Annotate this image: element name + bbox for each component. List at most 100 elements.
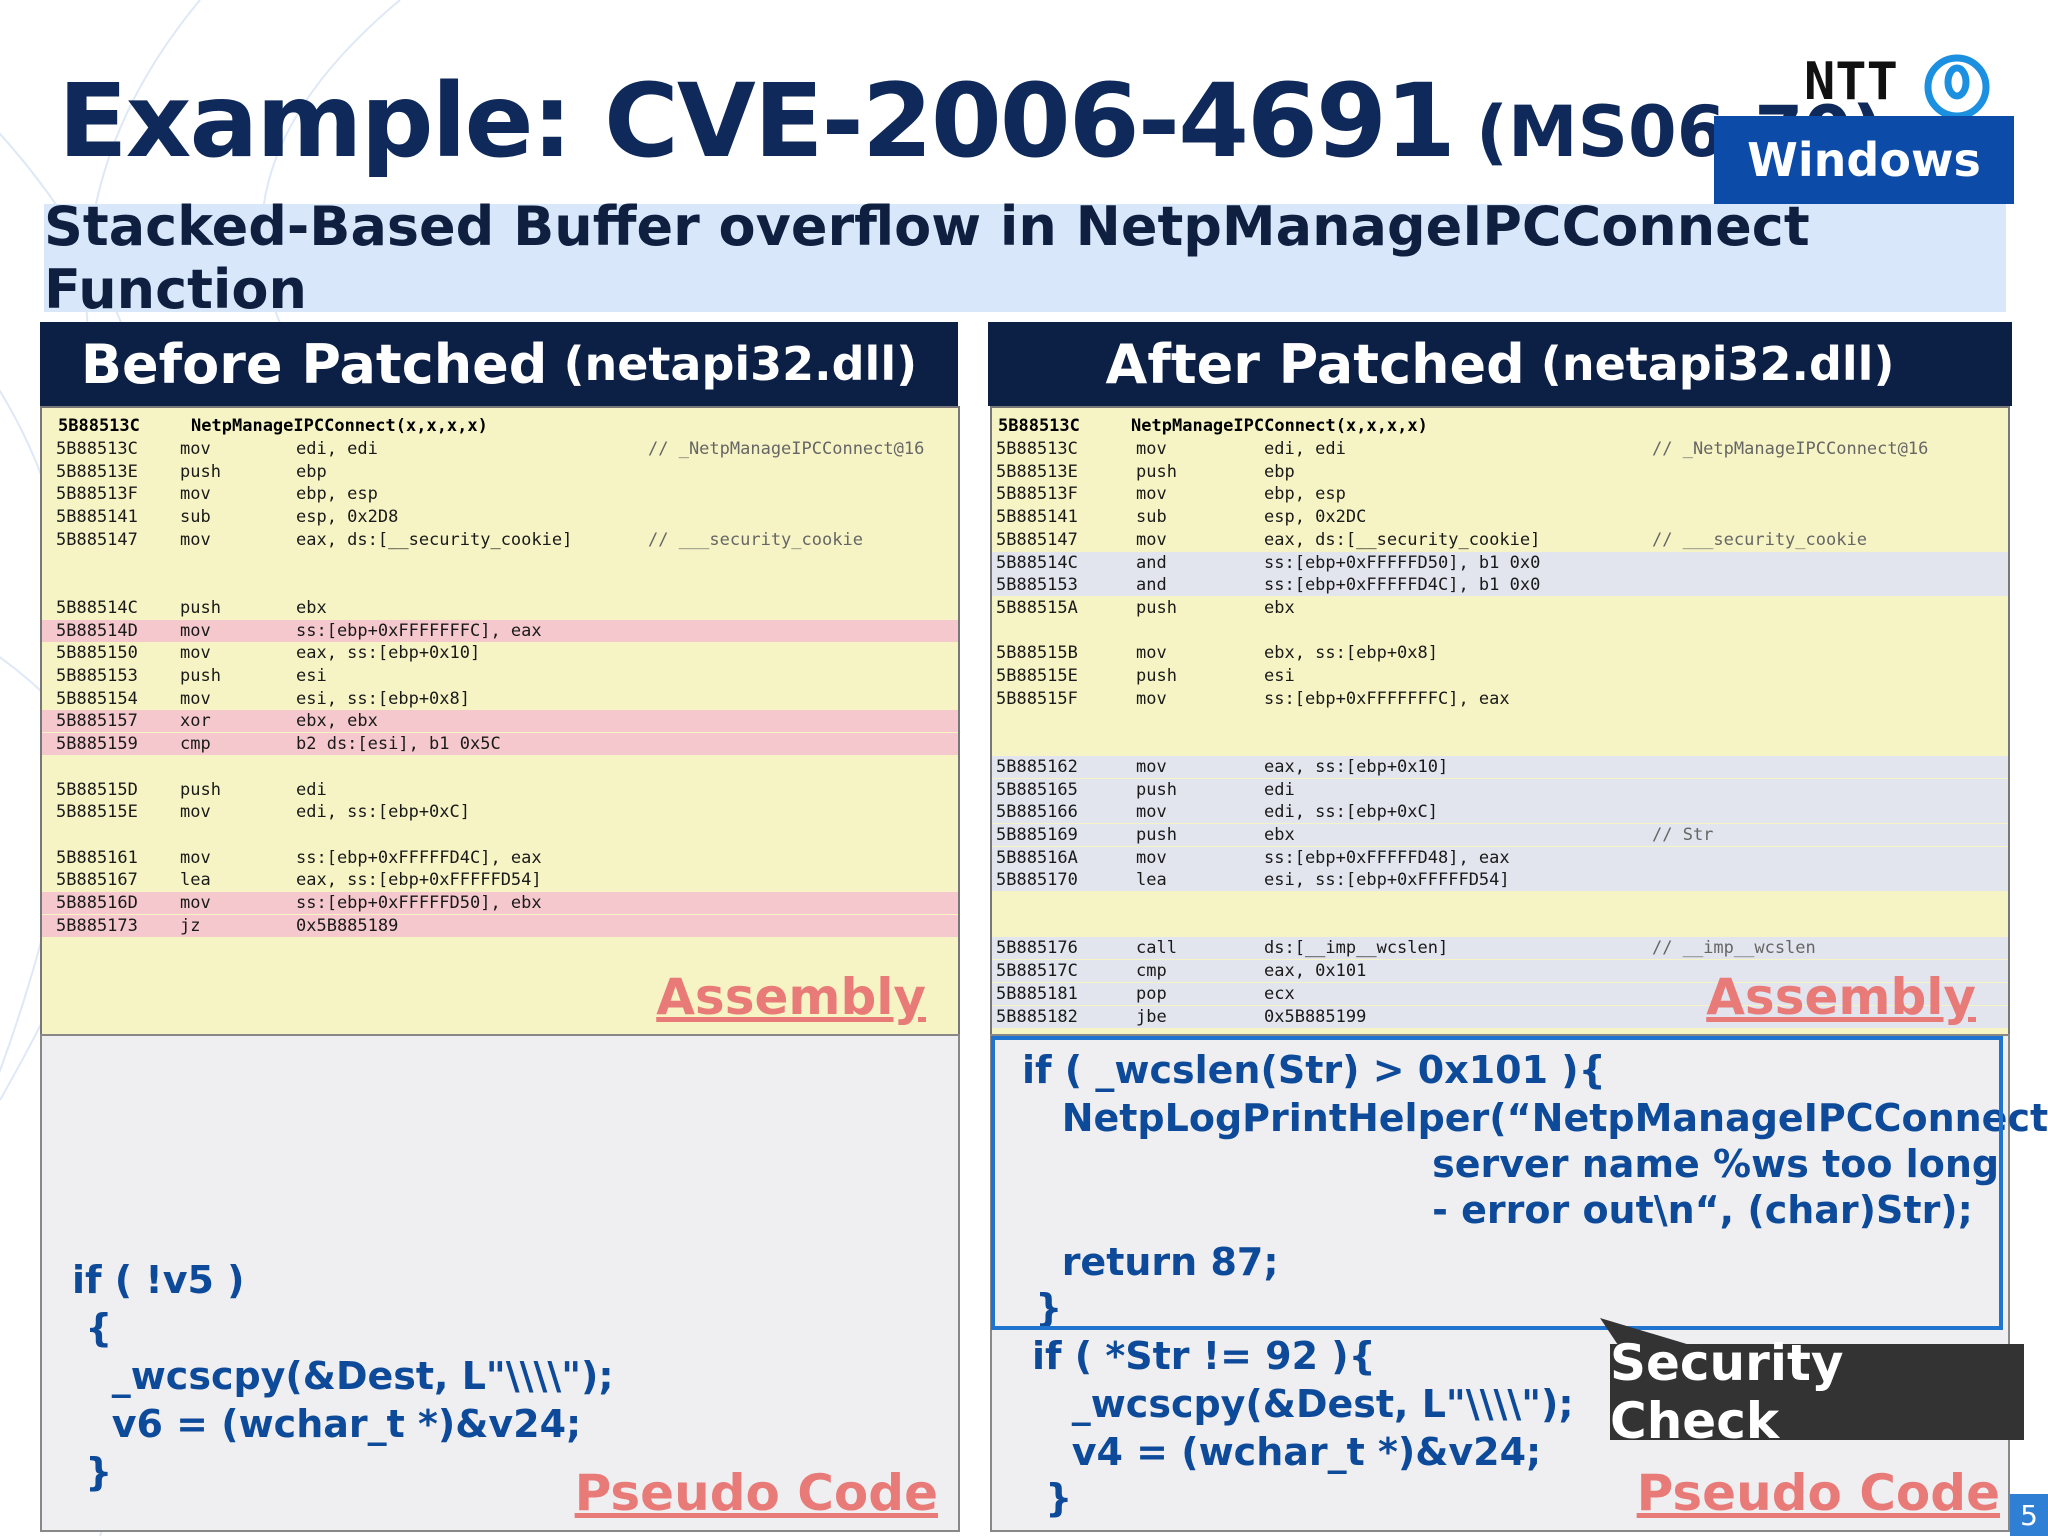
asm-address: 5B885165 (996, 779, 1078, 800)
pseudo-code-panel-after: if ( _wcslen(Str) > 0x101 ){ NetpLogPrin… (990, 1034, 2048, 1532)
pseudo-code-label: Pseudo Code (1636, 1464, 2000, 1522)
asm-address: 5B885154 (56, 688, 138, 709)
before-patched-dll: (netapi32.dll) (563, 337, 918, 391)
code-line: v6 = (wchar_t *)&v24; (72, 1402, 582, 1446)
code-line: if ( !v5 ) (72, 1258, 245, 1302)
asm-operands: ss:[ebp+0xFFFFFFFC], eax (1264, 688, 1510, 709)
asm-mnemonic: push (180, 666, 221, 686)
asm-address: 5B885153 (996, 575, 1078, 596)
asm-mnemonic: and (1136, 552, 1167, 573)
slide-title: Example: CVE-2006-4691(MS06-70) (58, 62, 1884, 181)
asm-row (42, 574, 958, 596)
asm-operands: ds:[__imp__wcslen] (1264, 938, 1449, 959)
before-patched-header: Before Patched (netapi32.dll) (40, 322, 958, 406)
asm-operands: ebx, ss:[ebp+0x8] (1264, 643, 1438, 664)
asm-operands: esi, ss:[ebp+0xFFFFFD54] (1264, 870, 1510, 891)
asm-mnemonic: mov (180, 643, 211, 664)
asm-operands: edi (1264, 779, 1295, 800)
asm-operands: ebp, esp (296, 484, 378, 505)
asm-address: 5B885166 (996, 802, 1078, 823)
code-line: if ( _wcslen(Str) > 0x101 ){ (1022, 1048, 1606, 1092)
code-line: { (72, 1306, 113, 1350)
asm-address: 5B885169 (996, 824, 1078, 845)
asm-mnemonic: push (180, 779, 221, 800)
asm-operands: ecx (1264, 983, 1295, 1004)
ntt-logo-icon (1924, 54, 1990, 120)
asm-operands: eax, ss:[ebp+0xFFFFFD54] (296, 870, 542, 891)
code-line: } (72, 1450, 113, 1494)
asm-operands: ss:[ebp+0xFFFFFD4C], eax (296, 847, 542, 868)
asm-mnemonic: mov (180, 688, 211, 709)
asm-operands: ebp (296, 461, 327, 482)
security-check-callout: Security Check (1610, 1334, 2024, 1450)
asm-mnemonic: mov (1136, 484, 1167, 505)
asm-operands: esp, 0x2D8 (296, 507, 399, 528)
asm-address: 5B88513E (996, 461, 1078, 482)
asm-comment: // _NetpManageIPCConnect@16 (1652, 439, 1929, 459)
asm-mnemonic: mov (180, 439, 211, 459)
asm-mnemonic: jz (180, 915, 201, 936)
asm-operands: 0x5B885199 (1264, 1006, 1367, 1027)
asm-function-header: 5B88513C NetpManageIPCConnect(x,x,x,x) (998, 416, 1428, 436)
asm-operands: edi, edi (1264, 439, 1346, 459)
security-check-highlight-box (991, 1036, 2003, 1330)
ntt-logo-text: NTT (1804, 52, 1898, 112)
asm-address: 5B885161 (56, 847, 138, 868)
asm-row: 5B885154 mov esi, ss:[ebp+0x8] (42, 688, 958, 710)
asm-address: 5B88515D (56, 779, 138, 800)
asm-row (42, 552, 958, 574)
asm-address: 5B88515E (56, 802, 138, 823)
asm-operands: eax, 0x101 (1264, 961, 1367, 982)
asm-mnemonic: mov (180, 847, 211, 868)
assembly-label: Assembly (656, 968, 926, 1026)
asm-operands: ebp, esp (1264, 484, 1346, 505)
asm-mnemonic: push (180, 597, 221, 618)
asm-operands: ebx (1264, 597, 1295, 618)
before-patched-title: Before Patched (80, 332, 548, 396)
assembly-label: Assembly (1706, 968, 1976, 1026)
asm-address: 5B885157 (56, 711, 138, 732)
asm-operands: ebx (1264, 824, 1295, 845)
asm-mnemonic: push (1136, 666, 1177, 686)
asm-mnemonic: mov (180, 484, 211, 505)
asm-address: 5B885159 (56, 734, 138, 755)
asm-mnemonic: push (180, 461, 221, 482)
asm-mnemonic: cmp (180, 734, 211, 755)
code-line: _wcscpy(&Dest, L"\\\\"); (72, 1354, 614, 1398)
asm-operands: eax, ss:[ebp+0x10] (1264, 756, 1449, 777)
asm-address: 5B88515B (996, 643, 1078, 664)
asm-operands: edi, ss:[ebp+0xC] (296, 802, 470, 823)
after-patched-header: After Patched(netapi32.dll) (988, 322, 2012, 406)
asm-operands: esi, ss:[ebp+0x8] (296, 688, 470, 709)
asm-address: 5B88513C (56, 439, 138, 459)
asm-address: 5B885141 (996, 507, 1078, 528)
asm-mnemonic: mov (1136, 802, 1167, 823)
asm-address: 5B88515A (996, 597, 1078, 618)
asm-mnemonic: mov (180, 529, 211, 550)
asm-mnemonic: sub (1136, 507, 1167, 528)
asm-mnemonic: mov (1136, 847, 1167, 868)
asm-row (42, 824, 958, 846)
asm-operands: ebp (1264, 461, 1295, 482)
asm-address: 5B88514C (996, 552, 1078, 573)
